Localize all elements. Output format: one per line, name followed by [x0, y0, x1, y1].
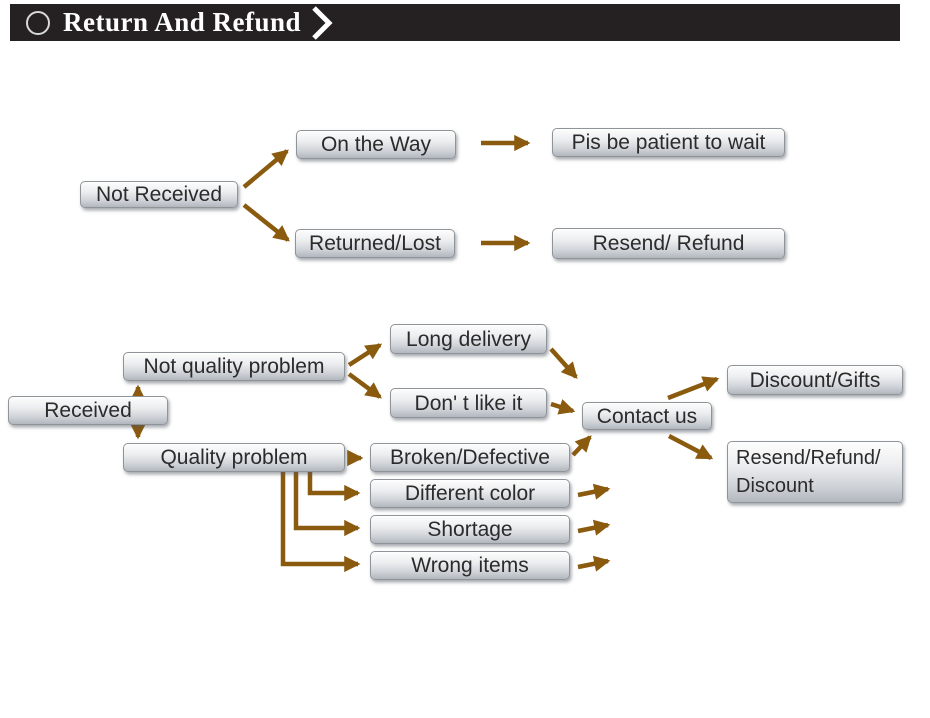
arrow-dont-like-to-contact	[550, 399, 576, 415]
flow-node-wrong-items: Wrong items	[370, 551, 570, 580]
page-title: Return And Refund	[63, 7, 302, 37]
flow-node-received: Received	[8, 396, 168, 425]
flow-node-broken-defective: Broken/Defective	[370, 443, 570, 472]
flow-node-not-received: Not Received	[80, 181, 238, 208]
header-bar: Return And Refund	[10, 4, 900, 41]
arrow-not-quality-to-long-delivery	[347, 343, 383, 367]
arrow-wrong-items-right	[577, 555, 611, 572]
flow-node-on-the-way: On the Way	[296, 130, 456, 159]
arrow-quality-to-different-color	[307, 472, 361, 502]
flow-node-not-quality-problem: Not quality problem	[123, 352, 345, 381]
arrow-contact-to-discount-gifts	[667, 376, 720, 401]
arrow-shortage-right	[577, 519, 611, 536]
flow-node-returned-lost: Returned/Lost	[295, 229, 455, 258]
flow-node-resend-refund-discount: Resend/Refund/ Discount	[727, 441, 903, 503]
arrow-not-received-to-returned-lost	[242, 203, 290, 242]
arrow-quality-to-wrong-items	[280, 472, 361, 573]
flow-node-shortage: Shortage	[370, 515, 570, 544]
arrow-quality-to-shortage	[293, 472, 361, 537]
arrow-long-delivery-to-contact	[549, 347, 578, 379]
flow-node-resend-refund: Resend/ Refund	[552, 228, 785, 259]
arrow-contact-to-resend-discount	[667, 434, 714, 460]
arrow-broken-to-contact	[571, 435, 592, 457]
flow-node-quality-problem: Quality problem	[123, 443, 345, 472]
flow-node-contact-us: Contact us	[582, 402, 712, 430]
arrow-not-quality-to-dont-like	[347, 372, 382, 399]
circle-icon	[26, 10, 50, 35]
flow-node-discount-gifts: Discount/Gifts	[727, 365, 903, 395]
chevron-right-icon	[312, 5, 333, 40]
flow-node-different-color: Different color	[370, 479, 570, 508]
arrow-different-color-right	[577, 483, 611, 500]
flow-node-long-delivery: Long delivery	[390, 324, 547, 354]
flow-node-dont-like-it: Don' t like it	[390, 388, 547, 418]
arrow-not-received-to-on-the-way	[242, 149, 289, 189]
flow-node-be-patient: Pis be patient to wait	[552, 128, 785, 157]
